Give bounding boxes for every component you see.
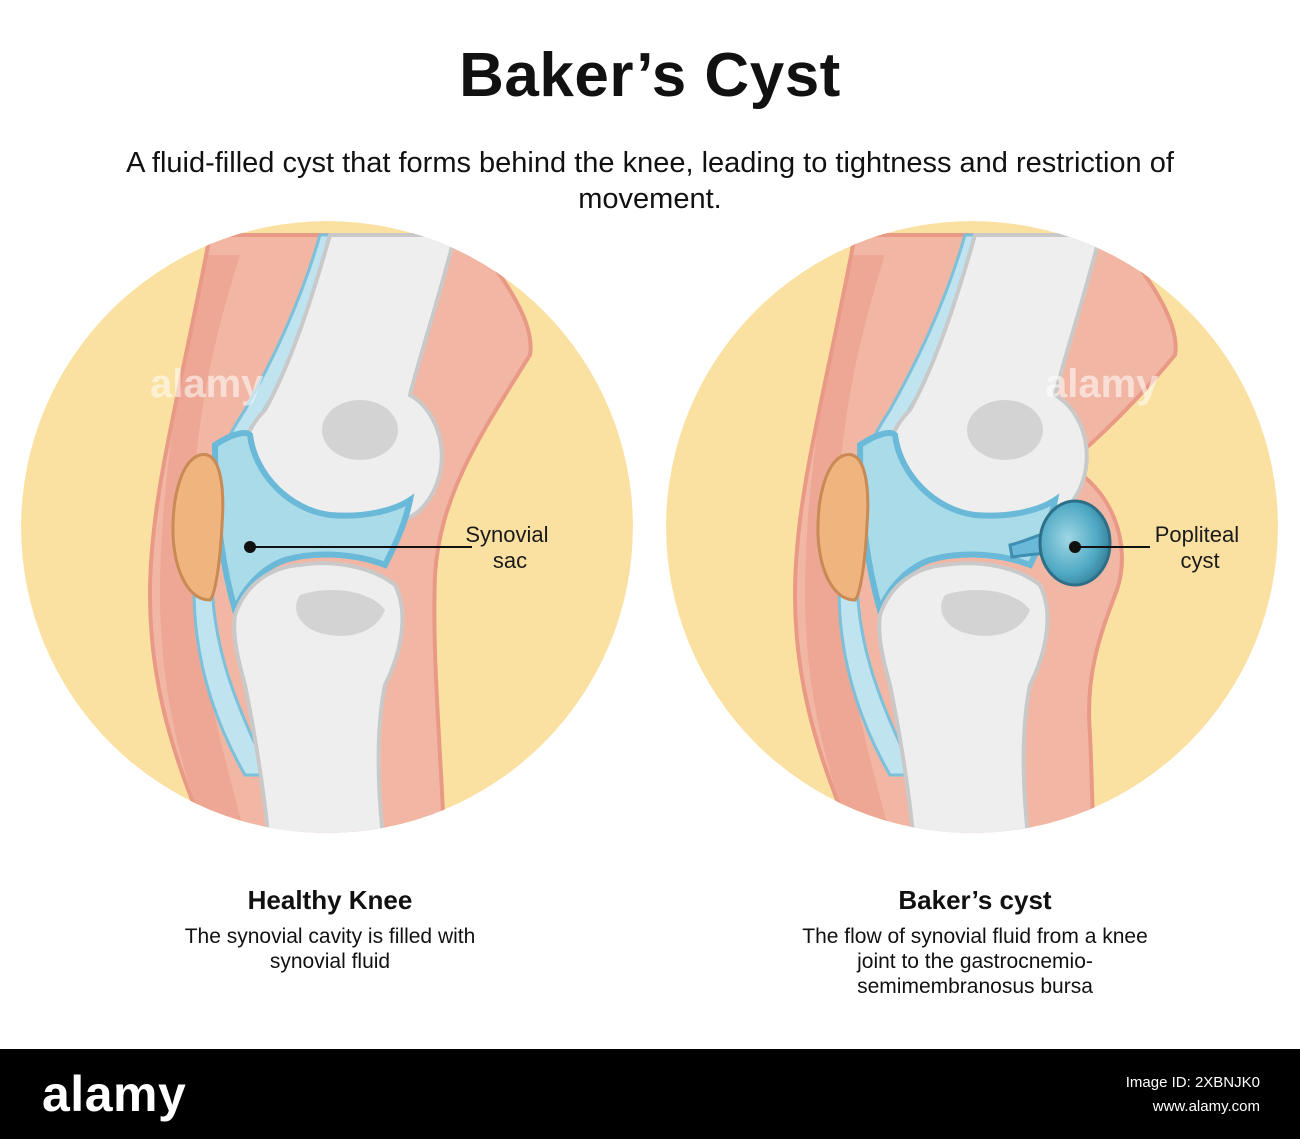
bakers-cyst-patella [816,453,870,602]
popliteal-cyst-label-line1: Popliteal [1155,522,1239,547]
bakers-cyst-caption-body: The flow of synovial fluid from a knee j… [802,925,1148,998]
bakers-cyst-caption: Baker’s cyst The flow of synovial fluid … [790,885,1160,999]
healthy-knee-caption-title: Healthy Knee [247,885,413,915]
healthy-knee-caption: Healthy Knee The synovial cavity is fill… [170,885,490,974]
bakers-cyst-tibia [877,561,1050,833]
page-title: Baker’s Cyst [459,41,841,110]
footer-site: www.alamy.com [1152,1098,1260,1115]
footer-image-info: Image ID: 2XBNJK0 www.alamy.com [1126,1071,1260,1119]
synovial-sac-label-line2: sac [493,548,527,573]
footer-bar: alamy Image ID: 2XBNJK0 www.alamy.com [0,1049,1300,1139]
popliteal-cyst-label-line2: cyst [1180,548,1219,573]
watermark-text: alamy [1045,362,1159,406]
bakers-cyst-illustration: alamy [666,221,1278,833]
footer-brand-logo: alamy [42,1066,187,1122]
synovial-sac-label-line1: Synovial [465,522,548,547]
healthy-knee-patella [171,453,225,602]
footer-image-id: Image ID: 2XBNJK0 [1125,1074,1260,1091]
knee-diagrams: alamy Synovial sac alamy Popliteal cyst [21,221,1278,833]
page-subtitle: A fluid-filled cyst that forms behind th… [126,147,1174,215]
watermark-text: alamy [150,362,264,406]
healthy-knee-illustration: alamy [21,221,633,833]
bakers-cyst-caption-title: Baker’s cyst [898,885,1052,915]
svg-text:Popliteal cyst: Popliteal cyst [1155,522,1246,573]
svg-text:Synovial sac: Synovial sac [465,522,554,573]
healthy-knee-tibia [232,561,405,833]
healthy-knee-caption-body: The synovial cavity is filled with synov… [184,925,476,973]
